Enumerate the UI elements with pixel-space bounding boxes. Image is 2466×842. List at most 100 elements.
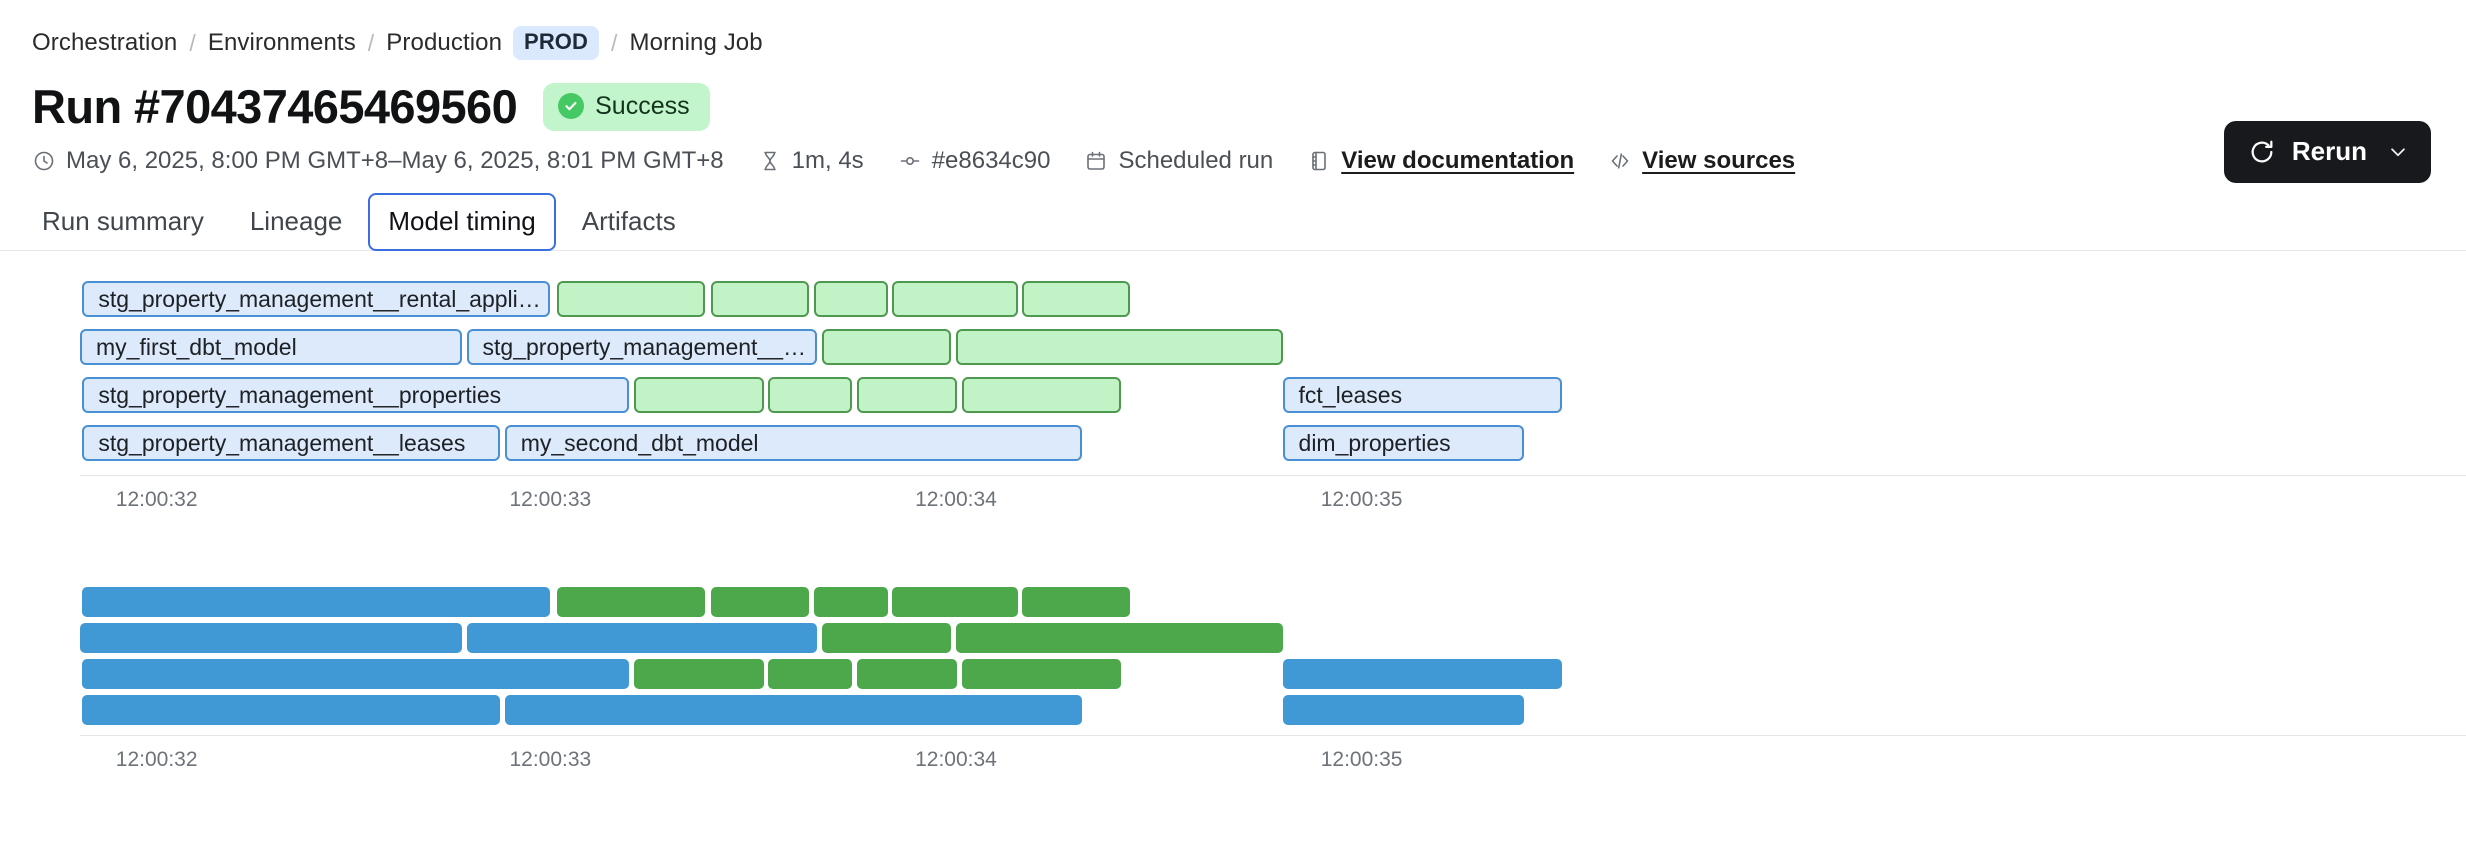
tab-model-timing[interactable]: Model timing — [368, 193, 555, 251]
timing-bar[interactable] — [892, 281, 1017, 317]
axis-tick: 12:00:32 — [116, 748, 198, 772]
breadcrumb-item-environments[interactable]: Environments — [208, 29, 356, 57]
timing-bar[interactable] — [814, 587, 888, 617]
timing-bar[interactable] — [82, 695, 500, 725]
timing-bar-stg_property_management__properties[interactable]: stg_property_management__properties — [82, 377, 628, 413]
timing-bar-my_second_dbt_model[interactable]: my_second_dbt_model — [505, 425, 1082, 461]
breadcrumb-item-production[interactable]: Production — [386, 29, 502, 57]
timing-bar[interactable] — [467, 623, 818, 653]
timing-bar[interactable] — [1022, 281, 1129, 317]
status-badge-label: Success — [595, 92, 689, 121]
code-icon — [1608, 149, 1632, 173]
timing-bar[interactable] — [80, 623, 462, 653]
timing-bar-label: my_second_dbt_model — [507, 430, 759, 457]
breadcrumb-separator: / — [368, 30, 375, 57]
breadcrumb-separator: / — [611, 30, 618, 57]
timing-bar[interactable] — [1022, 587, 1129, 617]
timing-bar-label: my_first_dbt_model — [82, 334, 297, 361]
commit-icon — [898, 149, 922, 173]
timing-row — [80, 655, 2466, 691]
breadcrumb: Orchestration / Environments / Production PRO… — [0, 0, 2466, 60]
timing-bar-stg_property_management__leases[interactable]: stg_property_management__leases — [82, 425, 500, 461]
timing-bar[interactable] — [82, 587, 550, 617]
meta-label: May 6, 2025, 8:00 PM GMT+8–May 6, 2025, … — [66, 147, 724, 175]
axis-tick: 12:00:34 — [915, 748, 997, 772]
rerun-button[interactable]: Rerun — [2224, 121, 2431, 183]
page-title: Run #70437465469560 — [32, 82, 517, 131]
timing-bar[interactable] — [956, 623, 1283, 653]
timing-row — [80, 583, 2466, 619]
timing-bar[interactable] — [634, 659, 764, 689]
axis-tick: 12:00:32 — [116, 488, 198, 512]
axis-tick: 12:00:34 — [915, 488, 997, 512]
timing-bar[interactable] — [634, 377, 764, 413]
book-icon — [1307, 149, 1331, 173]
timing-bar[interactable] — [768, 659, 852, 689]
meta-book[interactable]: View documentation — [1307, 147, 1574, 175]
timing-bar[interactable] — [505, 695, 1082, 725]
timing-bar[interactable] — [768, 377, 852, 413]
tab-lineage[interactable]: Lineage — [230, 193, 363, 251]
timing-bar-stg_property_management__units[interactable]: stg_property_management__units — [467, 329, 818, 365]
timing-bar[interactable] — [892, 587, 1017, 617]
timing-bar[interactable] — [82, 659, 628, 689]
timing-row — [80, 691, 2466, 727]
timing-bar[interactable] — [711, 587, 809, 617]
breadcrumb-badge-prod: PROD — [513, 26, 599, 60]
tab-artifacts[interactable]: Artifacts — [562, 193, 696, 251]
chart-section-gap — [80, 515, 2466, 559]
clock-icon — [32, 149, 56, 173]
tab-run-summary[interactable]: Run summary — [22, 193, 224, 251]
timing-bar[interactable] — [962, 377, 1122, 413]
chevron-down-icon[interactable] — [2387, 141, 2409, 163]
status-badge: Success — [543, 83, 709, 131]
meta-clock: May 6, 2025, 8:00 PM GMT+8–May 6, 2025, … — [32, 147, 724, 175]
meta-code[interactable]: View sources — [1608, 147, 1795, 175]
timing-row: stg_property_management__rental_applicat… — [80, 275, 2466, 323]
meta-calendar: Scheduled run — [1084, 147, 1273, 175]
timing-bar-fct_leases[interactable]: fct_leases — [1283, 377, 1562, 413]
timing-bar-label: stg_property_management__properties — [84, 382, 501, 409]
timing-bar-dim_properties[interactable]: dim_properties — [1283, 425, 1524, 461]
timing-bar-label: stg_property_management__rental_applicat… — [84, 286, 548, 313]
timing-bar-label: stg_property_management__units — [469, 334, 816, 361]
axis-tick: 12:00:33 — [509, 488, 591, 512]
timing-bar-stg_property_management__rental_applications[interactable]: stg_property_management__rental_applicat… — [82, 281, 550, 317]
hourglass-icon — [758, 149, 782, 173]
timing-bar[interactable] — [956, 329, 1283, 365]
calendar-icon — [1084, 149, 1108, 173]
timing-bar[interactable] — [1283, 695, 1524, 725]
axis-tick: 12:00:35 — [1321, 748, 1403, 772]
timing-bar[interactable] — [814, 281, 888, 317]
timing-bar-label: stg_property_management__leases — [84, 430, 465, 457]
timing-row: stg_property_management__leases my_second… — [80, 419, 2466, 467]
breadcrumb-item-morning-job: Morning Job — [630, 29, 763, 57]
timing-bar[interactable] — [857, 659, 957, 689]
time-axis: 12:00:32 12:00:33 12:00:34 12:00:35 — [80, 735, 2466, 775]
timing-bar[interactable] — [1283, 659, 1562, 689]
timing-bar[interactable] — [822, 623, 951, 653]
timing-bar[interactable] — [822, 329, 951, 365]
timing-bar-label: fct_leases — [1285, 382, 1403, 409]
labeled-timing-chart: stg_property_management__rental_applicat… — [80, 275, 2466, 467]
axis-tick: 12:00:35 — [1321, 488, 1403, 512]
meta-label: Scheduled run — [1118, 147, 1273, 175]
solid-timing-chart — [80, 583, 2466, 727]
timing-bar[interactable] — [557, 281, 705, 317]
run-metadata: May 6, 2025, 8:00 PM GMT+8–May 6, 2025, … — [0, 131, 2466, 175]
meta-label: View documentation — [1341, 147, 1574, 175]
timing-bar-my_first_dbt_model[interactable]: my_first_dbt_model — [80, 329, 462, 365]
timing-bar[interactable] — [857, 377, 957, 413]
meta-commit: #e8634c90 — [898, 147, 1051, 175]
timing-row: my_first_dbt_model stg_property_managemen… — [80, 323, 2466, 371]
timing-bar[interactable] — [711, 281, 809, 317]
timing-bar[interactable] — [962, 659, 1122, 689]
meta-hourglass: 1m, 4s — [758, 147, 864, 175]
meta-label: View sources — [1642, 147, 1795, 175]
title-row: Run #70437465469560 Success — [0, 60, 2466, 131]
rerun-button-label: Rerun — [2292, 136, 2367, 167]
timing-bar[interactable] — [557, 587, 705, 617]
timing-row: stg_property_management__properties fct_l… — [80, 371, 2466, 419]
axis-tick: 12:00:33 — [509, 748, 591, 772]
breadcrumb-item-orchestration[interactable]: Orchestration — [32, 29, 177, 57]
